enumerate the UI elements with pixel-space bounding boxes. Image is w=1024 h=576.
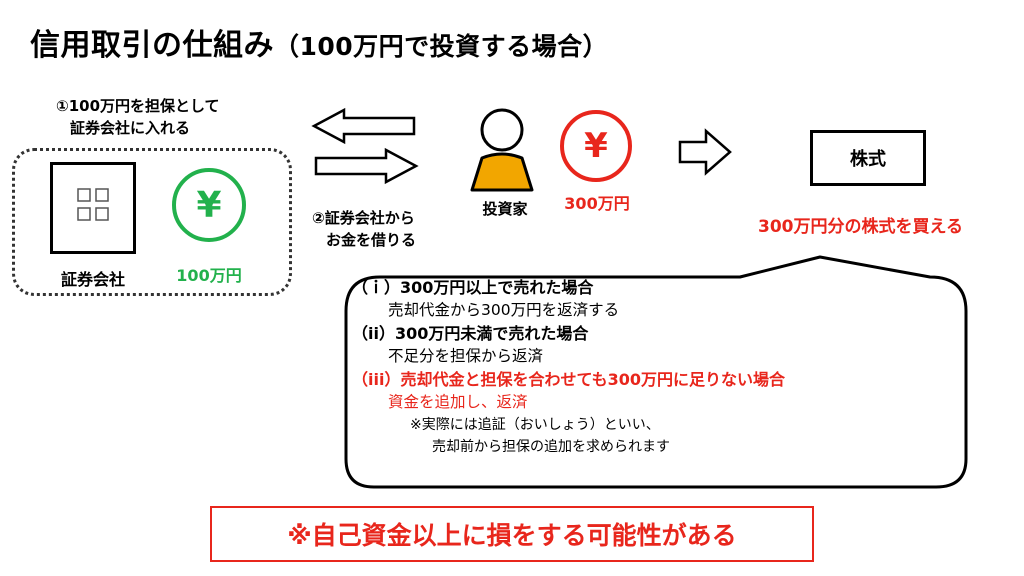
investor-label: 投資家 — [482, 200, 528, 218]
yen-green-icon: ¥ — [172, 168, 246, 242]
arrow-left-icon — [311, 107, 416, 145]
person-icon — [470, 108, 534, 192]
warning-box: ※自己資金以上に損をする可能性がある — [210, 506, 814, 562]
step1-line1: ①100万円を担保として — [56, 97, 220, 115]
collateral-amount: 100万円 — [176, 266, 242, 285]
step2-line1: ②証券会社から — [312, 209, 415, 227]
step1-label: ①100万円を担保として 証券会社に入れる — [56, 95, 220, 139]
scenario-1-desc: 売却代金から300万円を返済する — [388, 301, 620, 319]
title-main: 信用取引の仕組み — [30, 28, 274, 63]
scenario-3-title: （iii）売却代金と担保を合わせても300万円に足りない場合 — [352, 370, 786, 389]
step2-line2: お金を借りる — [326, 231, 417, 249]
step1-line2: 証券会社に入れる — [70, 119, 191, 137]
broker-collateral-group — [12, 148, 292, 296]
yen-red-icon: ¥ — [560, 110, 632, 182]
title-sub: （100万円で投資する場合） — [274, 32, 609, 61]
note-line-1: ※実際には追証（おいしょう）といい、 — [410, 417, 660, 433]
page-title: 信用取引の仕組み（100万円で投資する場合） — [30, 20, 608, 64]
scenario-callout — [344, 255, 968, 489]
stock-box: 株式 — [810, 130, 926, 186]
scenario-3-desc: 資金を追加し、返済 — [388, 393, 528, 411]
broker-label: 証券会社 — [60, 270, 125, 289]
scenario-1-title: （ｉ）300万円以上で売れた場合 — [352, 278, 594, 297]
investor-amount: 300万円 — [564, 194, 630, 213]
transfer-arrows — [311, 107, 419, 185]
stock-note: 300万円分の株式を買える — [758, 217, 963, 237]
scenario-2-title: （ii）300万円未満で売れた場合 — [352, 324, 589, 343]
building-icon — [50, 162, 136, 254]
note-line-2: 売却前から担保の追加を求められます — [432, 439, 670, 455]
arrow-right-icon — [678, 128, 732, 176]
scenario-list: （ｉ）300万円以上で売れた場合 売却代金から300万円を返済する （ii）30… — [352, 276, 972, 458]
step2-label: ②証券会社から お金を借りる — [312, 207, 416, 251]
scenario-2-desc: 不足分を担保から返済 — [388, 347, 544, 365]
arrow-right-icon — [314, 147, 419, 185]
